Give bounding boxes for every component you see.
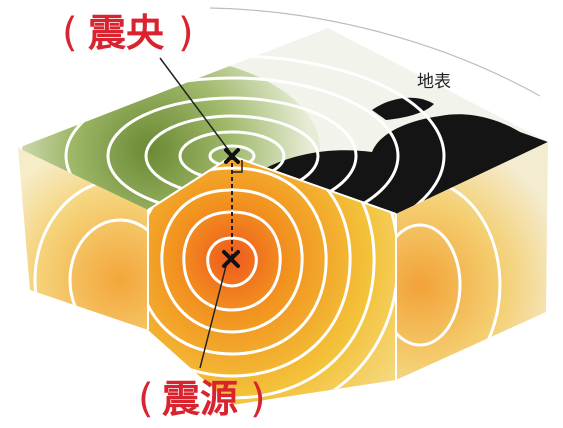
hypocenter-marker [222,250,240,268]
epicenter-text: 震央 [88,10,165,55]
hypocenter-open-paren: ( [138,376,154,422]
epicenter-marker [224,148,240,164]
epicenter-open-paren: ( [62,10,78,56]
x-mark-icon [224,148,240,164]
surface-arc-line [209,7,541,97]
hypocenter-label: ( 震源 ) [138,376,266,422]
surface-label: 地表 [417,72,451,92]
hypocenter-leader-line [199,261,228,369]
vertical-depth-line [231,156,243,258]
hypocenter-text: 震源 [162,376,238,421]
epicenter-label: ( 震央 ) [62,10,194,56]
epicenter-close-paren: ) [178,10,194,56]
x-mark-icon [222,250,240,268]
epicenter-leader-line [159,57,231,153]
hypocenter-close-paren: ) [250,376,266,422]
